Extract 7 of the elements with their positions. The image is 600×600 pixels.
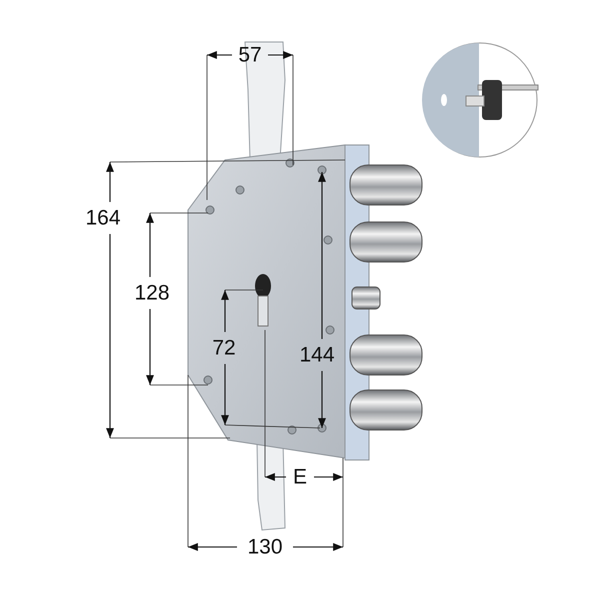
dimension-label: 144 — [299, 344, 335, 366]
dimension-label: E — [293, 466, 307, 488]
dimension-label: 57 — [238, 44, 262, 66]
dimension-label: 128 — [134, 282, 170, 304]
dimension-label: 72 — [212, 338, 236, 358]
dimension-label: 164 — [85, 208, 121, 228]
dimension-label: 130 — [247, 536, 283, 558]
